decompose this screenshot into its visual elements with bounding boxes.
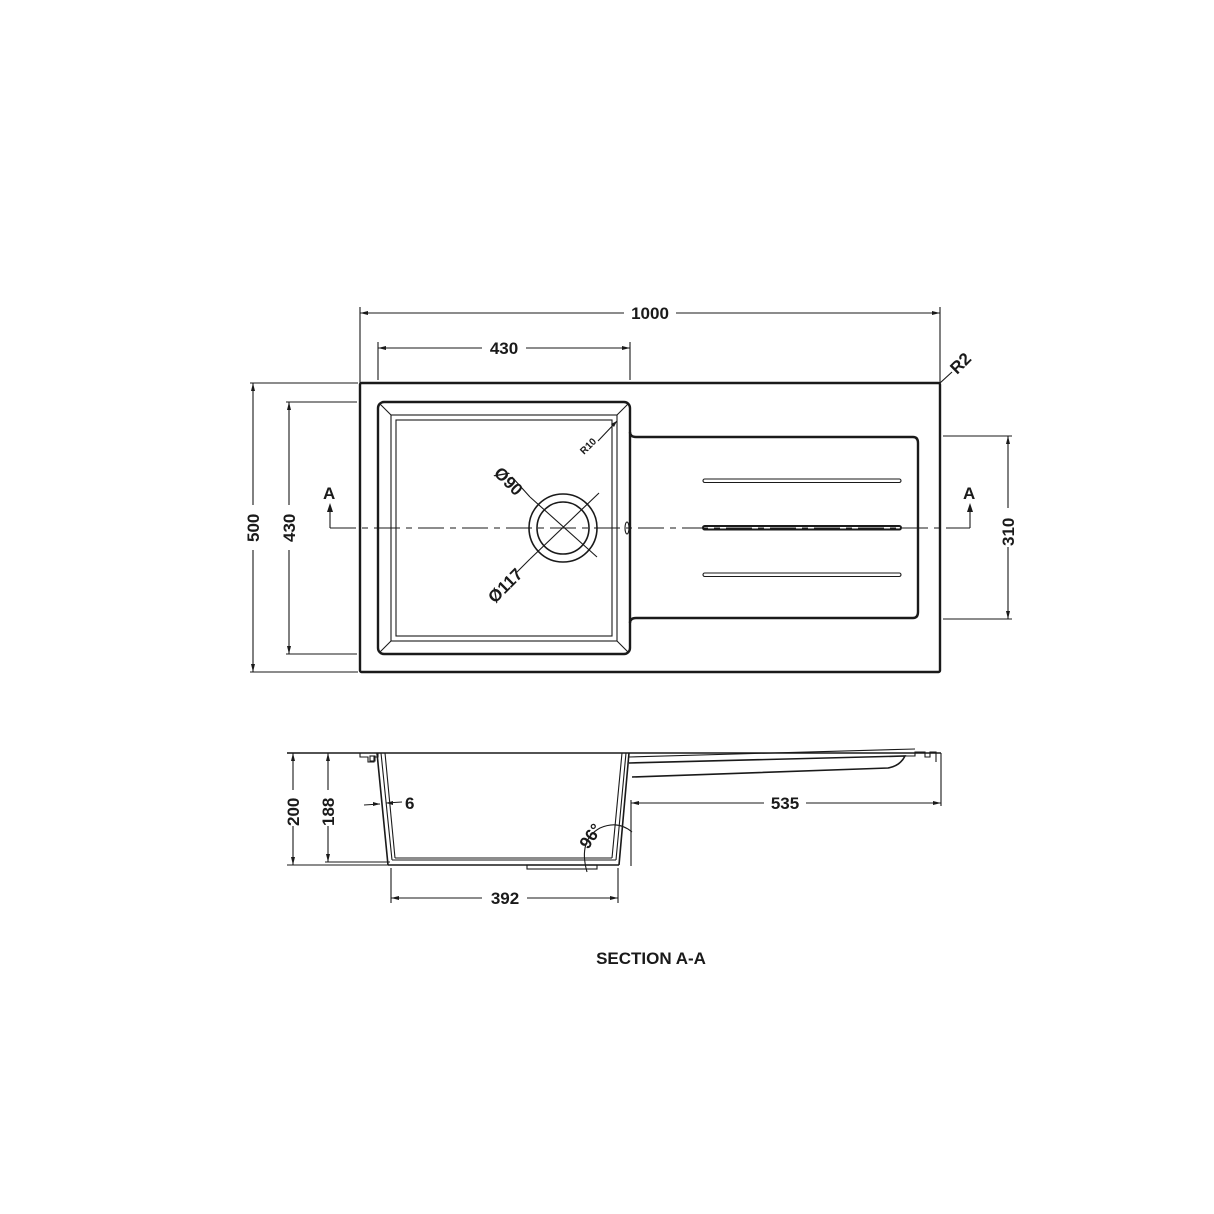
section-bowl-depth-label: 188 bbox=[319, 798, 338, 826]
waste-inner-circle bbox=[536, 501, 590, 555]
section-view: 200 188 6 392 535 96° SECTION A-A bbox=[284, 748, 942, 968]
waste-inner-diameter-label: Ø90 bbox=[490, 463, 526, 499]
overall-depth-label: 500 bbox=[244, 514, 263, 542]
section-marker-left: A bbox=[323, 484, 335, 503]
bowl-corner-radius-label: R10 bbox=[578, 436, 599, 457]
overall-width-label: 1000 bbox=[631, 304, 669, 323]
waste-outer-diameter-label: Ø117 bbox=[484, 565, 526, 607]
wall-angle-label: 96° bbox=[576, 820, 606, 852]
drainer-groove-1 bbox=[702, 478, 902, 484]
plan-view: Ø90 Ø117 R10 A A 1000 430 R2 bbox=[244, 304, 1018, 674]
drainer-length-label: 535 bbox=[771, 794, 799, 813]
drainer-groove-3 bbox=[702, 572, 902, 578]
wall-thickness-label: 6 bbox=[405, 794, 414, 813]
bowl-depth-label: 430 bbox=[280, 514, 299, 542]
bowl-width-label: 430 bbox=[490, 339, 518, 358]
drainer-depth-label: 310 bbox=[999, 518, 1018, 546]
section-marker-right: A bbox=[963, 484, 975, 503]
base-width-label: 392 bbox=[491, 889, 519, 908]
section-title: SECTION A-A bbox=[596, 949, 706, 968]
section-overall-height-label: 200 bbox=[284, 798, 303, 826]
